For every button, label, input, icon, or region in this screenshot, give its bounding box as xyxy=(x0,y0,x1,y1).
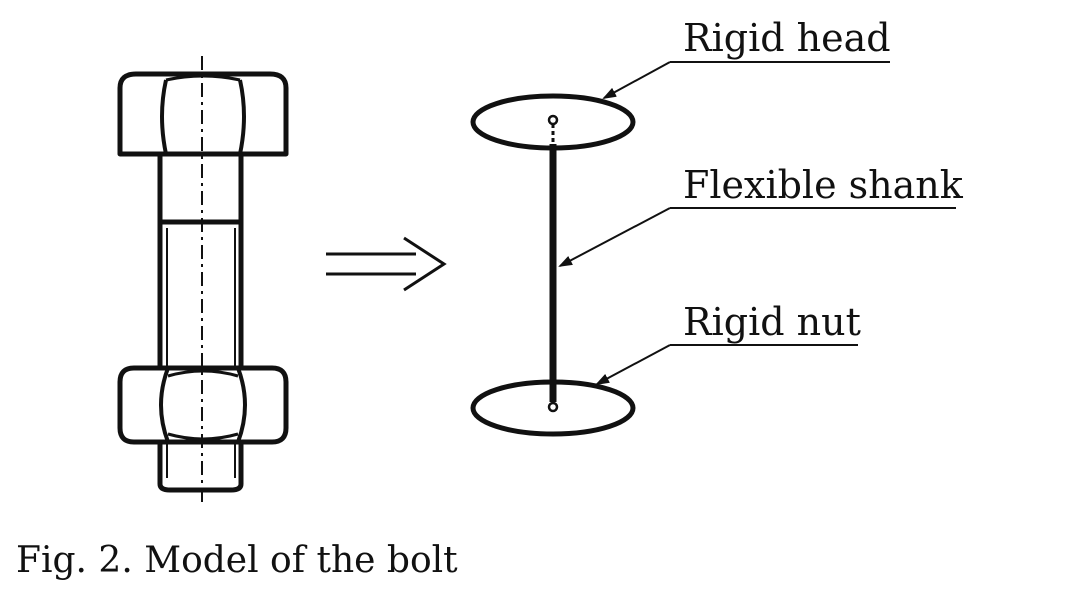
bolt-drawing xyxy=(117,56,289,506)
annotation-flexible-shank: Flexible shank xyxy=(558,163,964,267)
flexible-shank-leader xyxy=(558,207,671,267)
bolt-nut xyxy=(117,365,289,445)
rigid-nut-label: Rigid nut xyxy=(683,300,861,344)
nut-node xyxy=(547,401,559,413)
bolt-head-outline xyxy=(117,71,289,157)
nut-face-left xyxy=(159,367,170,443)
nut-face-right xyxy=(236,367,247,443)
flexible-shank-label: Flexible shank xyxy=(683,163,964,207)
rigid-head-leader xyxy=(602,61,671,99)
head-node xyxy=(547,114,559,126)
bolt-head-face-right xyxy=(238,79,246,155)
bolt-head-face-left xyxy=(160,79,168,155)
double-arrow-icon xyxy=(326,236,447,292)
bolt-model xyxy=(470,93,636,437)
bolt-head xyxy=(117,71,289,157)
bolt-plain-shank xyxy=(157,154,244,225)
rigid-head-label: Rigid head xyxy=(683,16,891,60)
rigid-nut-leader xyxy=(595,344,671,385)
annotation-rigid-nut: Rigid nut xyxy=(595,300,861,385)
nut-outline xyxy=(117,365,289,445)
double-arrow-head xyxy=(403,236,447,292)
annotation-rigid-head: Rigid head xyxy=(602,16,891,99)
nut-chamfer-top xyxy=(167,369,239,378)
bolt-thread-end xyxy=(157,442,244,493)
figure-caption: Fig. 2. Model of the bolt xyxy=(16,540,458,581)
thread-end-tip xyxy=(157,483,244,493)
bolt-threaded-section xyxy=(157,222,244,368)
rigid-nut-ellipse xyxy=(470,379,636,437)
